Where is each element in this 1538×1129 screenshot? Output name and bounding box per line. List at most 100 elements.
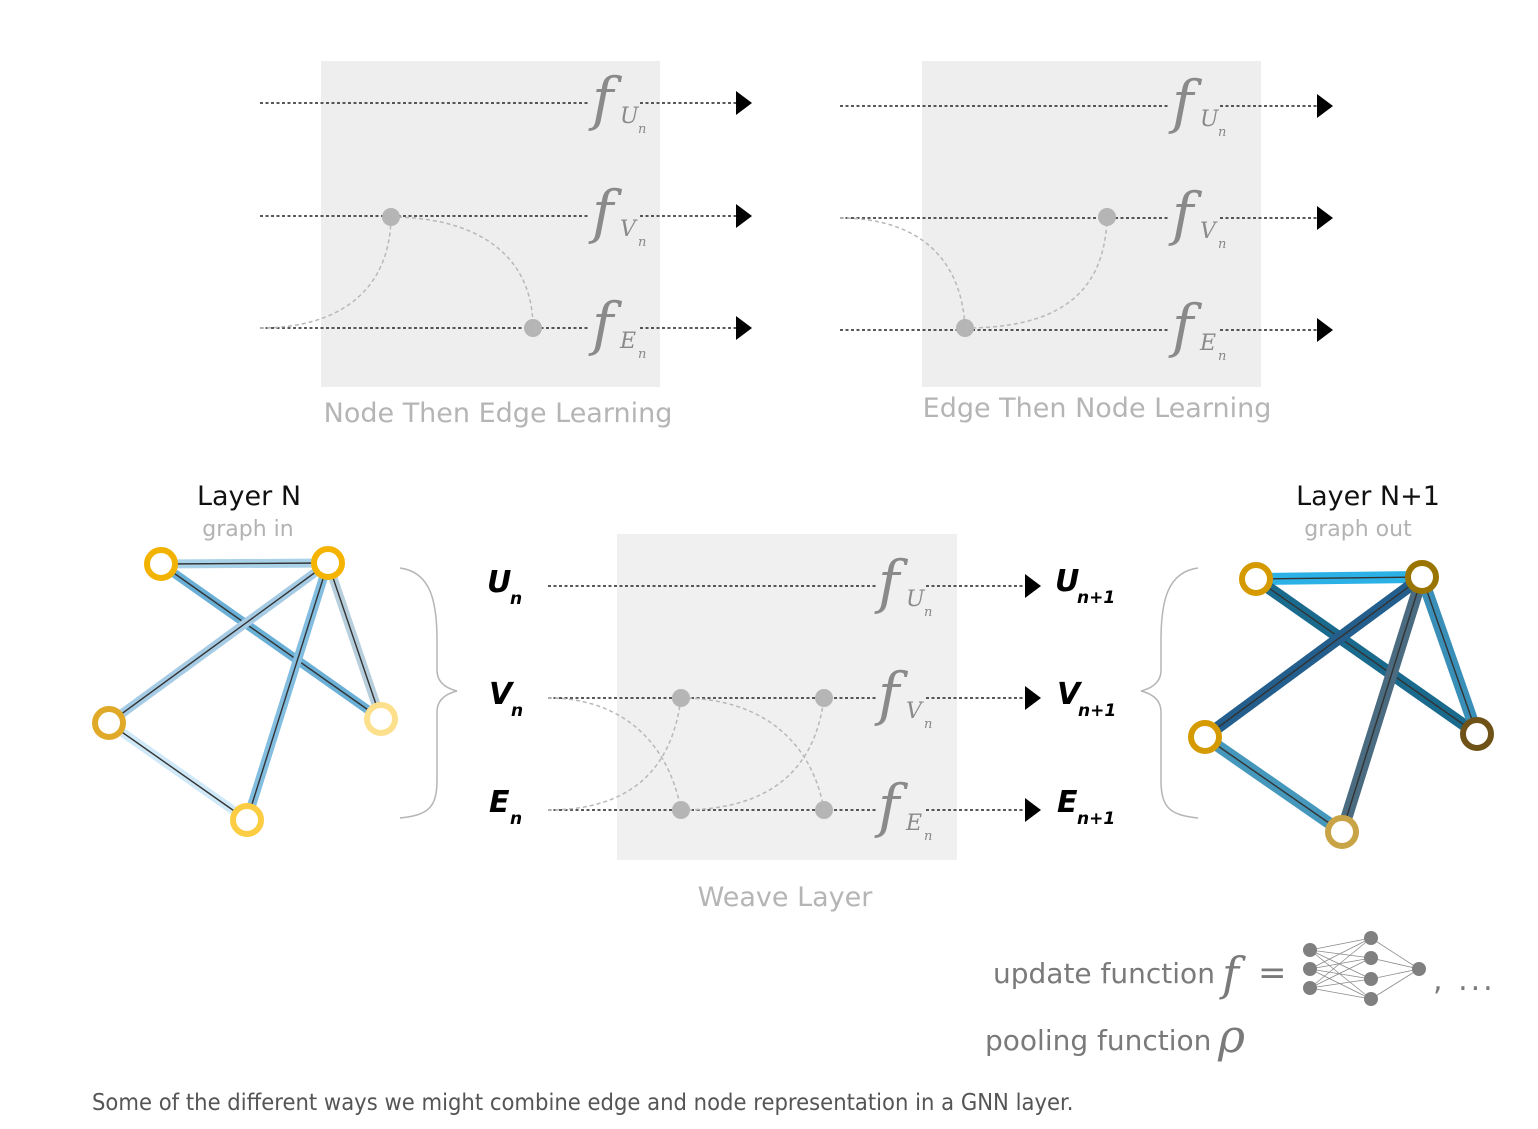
panel-background — [922, 61, 1261, 387]
arrow-head-icon — [1317, 94, 1333, 118]
input-letter: U — [487, 565, 511, 600]
graph-edge — [106, 559, 331, 727]
graph-node — [1460, 717, 1494, 751]
merge-node — [815, 689, 833, 707]
nn-connection — [1309, 937, 1372, 951]
graph-in: Layer N graph in — [92, 481, 398, 837]
graph-node — [1325, 815, 1359, 849]
input-letter: E — [489, 785, 510, 820]
brace-left — [399, 567, 458, 819]
panel-label: Edge Then Node Learning — [923, 393, 1272, 424]
edge-line — [246, 562, 329, 821]
ellipsis: , ... — [1433, 963, 1496, 998]
merge-node — [672, 801, 690, 819]
arrow-head-icon — [736, 204, 752, 228]
arrow-head-icon — [1317, 318, 1333, 342]
arrow-head-icon — [1025, 574, 1041, 598]
function-subscript: U — [620, 104, 640, 129]
graph-node — [92, 706, 126, 740]
arrow-head-icon — [736, 316, 752, 340]
merge-node — [1098, 208, 1116, 226]
graph-node — [364, 702, 398, 736]
function-subsubscript: n — [924, 829, 932, 844]
function-subscript: E — [1199, 331, 1216, 356]
edge-line — [327, 562, 382, 720]
input-label-u: U n — [487, 565, 522, 609]
function-subscript: U — [1200, 107, 1220, 132]
pooling-function-label: pooling function — [985, 1024, 1211, 1057]
graph-edge — [1255, 571, 1423, 585]
pooling-function-symbol: ρ — [1217, 1009, 1245, 1063]
layer-out-title: Layer N+1 — [1296, 481, 1440, 512]
nn-neuron — [1412, 962, 1426, 976]
edge-line — [160, 563, 382, 720]
graph-node — [230, 803, 264, 837]
legend: update function f = , ... pooling functi… — [985, 931, 1496, 1063]
input-subscript: n — [510, 589, 522, 609]
edge-line — [1341, 576, 1423, 833]
nn-connection — [1309, 937, 1372, 989]
output-letter: V — [1057, 677, 1083, 712]
nn-neuron — [1303, 981, 1317, 995]
nn-neuron — [1364, 931, 1378, 945]
nn-connection — [1309, 968, 1372, 980]
edge-line — [1204, 736, 1343, 833]
arrow-head-icon — [1025, 686, 1041, 710]
function-subscript: V — [620, 217, 638, 242]
merge-node — [524, 319, 542, 337]
output-letter: E — [1057, 785, 1078, 820]
nn-connection — [1370, 968, 1420, 1000]
connector-curve — [839, 217, 966, 329]
figure-caption: Some of the different ways we might comb… — [92, 1090, 1074, 1116]
output-subscript: n+1 — [1077, 588, 1115, 608]
graph-edge — [158, 560, 384, 723]
graph-node — [1188, 720, 1222, 754]
panel-label: Node Then Edge Learning — [324, 398, 673, 429]
graph-edge — [1201, 732, 1346, 837]
layer-in-title: Layer N — [197, 481, 301, 512]
input-label-v: V n — [489, 677, 523, 721]
graph-edge — [242, 561, 333, 822]
function-subsubscript: n — [1218, 237, 1226, 252]
function-subsubscript: n — [924, 605, 932, 620]
output-subscript: n+1 — [1077, 809, 1115, 829]
graph-edge — [1252, 574, 1481, 739]
function-subsubscript: n — [1218, 125, 1226, 140]
neural-network-icon — [1303, 931, 1426, 1006]
graph-node — [1405, 560, 1439, 594]
graph-node — [311, 546, 345, 580]
graph-edge — [1201, 572, 1426, 742]
nn-neuron — [1364, 972, 1378, 986]
function-subsubscript: n — [1218, 349, 1226, 364]
graph-node — [144, 547, 178, 581]
edge-line — [160, 562, 329, 565]
edge-line — [1255, 576, 1423, 580]
nn-neuron — [1364, 951, 1378, 965]
nn-connection — [1309, 987, 1372, 1000]
nn-connection — [1370, 937, 1420, 970]
merge-node — [382, 208, 400, 226]
graph-out: Layer N+1 graph out — [1188, 481, 1494, 849]
edge-line — [1204, 576, 1423, 738]
panel-background — [321, 61, 660, 387]
function-subscript: V — [1200, 219, 1218, 244]
layer-out-subtitle: graph out — [1304, 517, 1412, 542]
output-letter: U — [1055, 564, 1079, 599]
input-subscript: n — [511, 701, 523, 721]
nn-neuron — [1303, 943, 1317, 957]
nn-connection — [1309, 949, 1372, 959]
layer-in-subtitle: graph in — [202, 517, 293, 542]
nn-connection — [1309, 968, 1372, 1000]
nn-neuron — [1303, 962, 1317, 976]
nn-connection — [1309, 949, 1372, 1000]
merge-node — [956, 319, 974, 337]
nn-connection — [1309, 957, 1372, 989]
graph-node — [1239, 562, 1273, 596]
function-subsubscript: n — [638, 122, 646, 137]
graph-edge — [323, 561, 386, 721]
